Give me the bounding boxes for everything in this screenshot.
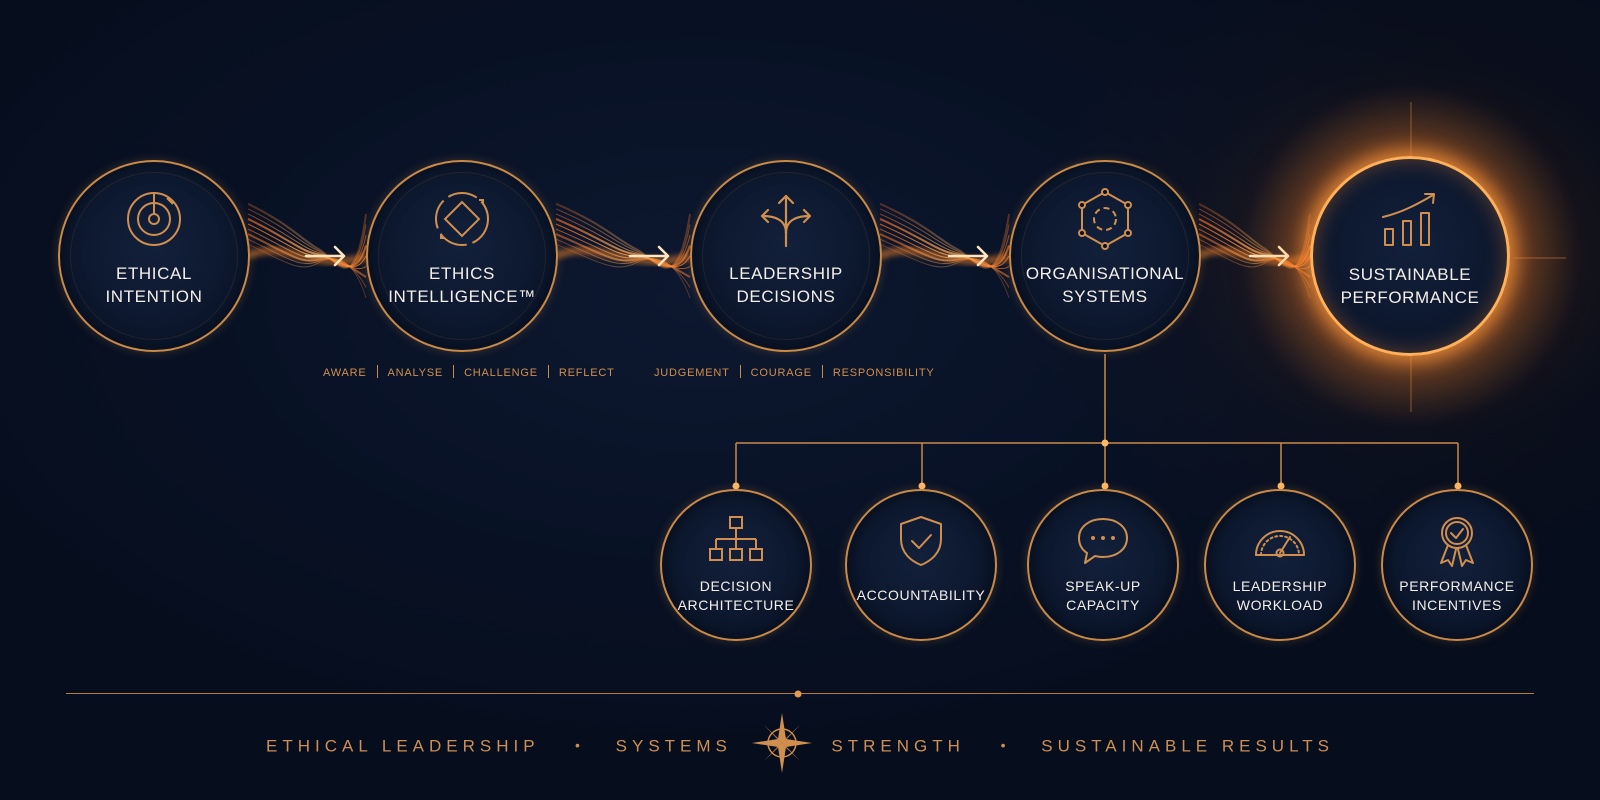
stage-label-line: Decisions bbox=[736, 287, 836, 306]
system-label-line: Leadership bbox=[1232, 578, 1328, 594]
system-speak-up-capacity: Speak-Up Capacity bbox=[1027, 489, 1179, 641]
stage-label: Organisational Systems bbox=[1011, 262, 1199, 308]
system-label-line: Incentives bbox=[1411, 597, 1502, 613]
stage-label: Sustainable Performance bbox=[1313, 263, 1507, 309]
flow-arrow bbox=[1248, 245, 1290, 267]
stage-ethics-intelligence: Ethics Intelligence™ bbox=[366, 160, 558, 352]
tree-junction-dots bbox=[732, 439, 1462, 490]
systems-tree bbox=[735, 354, 1459, 486]
footer-item: Strength bbox=[831, 736, 965, 756]
system-label: Performance Incentives bbox=[1383, 577, 1531, 615]
flow-stream bbox=[246, 202, 368, 299]
system-label-line: Accountability bbox=[856, 587, 986, 603]
system-label: Accountability bbox=[847, 586, 995, 605]
footer-separator: • bbox=[1000, 737, 1006, 754]
system-accountability: Accountability bbox=[845, 489, 997, 641]
compass-star-icon bbox=[751, 713, 812, 773]
stage-label: Ethical Intention bbox=[60, 262, 248, 308]
stage-label: Leadership Decisions bbox=[692, 262, 880, 308]
award-ribbon-icon bbox=[1440, 517, 1474, 567]
org-chart-icon bbox=[709, 516, 763, 561]
footer-tagline: Ethical Leadership • Systems Strength • … bbox=[0, 713, 1600, 773]
ethics-intelligence-tags: Aware Analyse Challenge Reflect bbox=[323, 365, 615, 379]
gauge-icon bbox=[1255, 530, 1305, 558]
flow-stream bbox=[878, 202, 1011, 299]
stage-label-line: Leadership bbox=[729, 264, 843, 283]
stage-sustainable-performance: Sustainable Performance bbox=[1310, 156, 1510, 356]
tag: Responsibility bbox=[832, 367, 935, 379]
flow-arrow bbox=[304, 245, 346, 267]
footer-item: Systems bbox=[615, 736, 732, 756]
footer-item: Ethical Leadership bbox=[265, 736, 540, 756]
stage-organisational-systems: Organisational Systems bbox=[1009, 160, 1201, 352]
system-performance-incentives: Performance Incentives bbox=[1381, 489, 1533, 641]
footer-separator: • bbox=[575, 737, 580, 754]
tag: Aware bbox=[323, 367, 367, 379]
stage-label-line: Organisational bbox=[1025, 264, 1185, 283]
tag: Reflect bbox=[558, 367, 615, 379]
tag: Judgement bbox=[654, 367, 730, 379]
footer-item: Sustainable Results bbox=[1041, 736, 1334, 756]
flow-arrows bbox=[304, 245, 1290, 267]
growth-chart-icon bbox=[1382, 193, 1435, 246]
stage-label-line: Performance bbox=[1340, 288, 1480, 307]
tag: Analyse bbox=[387, 367, 444, 379]
system-label: Decision Architecture bbox=[662, 577, 810, 615]
stage-ethical-intention: Ethical Intention bbox=[58, 160, 250, 352]
system-label-line: Capacity bbox=[1066, 597, 1140, 613]
system-decision-architecture: Decision Architecture bbox=[660, 489, 812, 641]
diamond-compass-icon bbox=[435, 192, 489, 246]
tag: Challenge bbox=[464, 367, 538, 379]
flow-arrow bbox=[628, 245, 670, 267]
system-label-line: Architecture bbox=[677, 597, 795, 613]
system-label: Speak-Up Capacity bbox=[1029, 577, 1177, 615]
stage-label-line: Ethics bbox=[429, 264, 495, 283]
tag: Courage bbox=[750, 367, 812, 379]
system-label: Leadership Workload bbox=[1206, 577, 1354, 615]
stage-leadership-decisions: Leadership Decisions bbox=[690, 160, 882, 352]
hexagon-network-icon bbox=[1078, 188, 1132, 250]
system-label-line: Workload bbox=[1236, 597, 1324, 613]
split-arrows-icon bbox=[760, 194, 812, 248]
stage-label-line: Systems bbox=[1062, 287, 1148, 306]
stage-label-line: Ethical bbox=[116, 264, 192, 283]
system-label-line: Performance bbox=[1399, 578, 1515, 594]
stage-label-line: Intention bbox=[105, 287, 203, 306]
target-icon bbox=[127, 192, 181, 246]
stage-label-line: Intelligence™ bbox=[388, 287, 536, 306]
system-label-line: Speak-Up bbox=[1065, 578, 1141, 594]
final-node-crosshair bbox=[1410, 102, 1566, 412]
shield-check-icon bbox=[900, 516, 942, 566]
flow-streams bbox=[246, 202, 1312, 299]
speech-bubble-icon bbox=[1078, 518, 1128, 564]
stage-label-line: Sustainable bbox=[1348, 265, 1472, 284]
system-leadership-workload: Leadership Workload bbox=[1204, 489, 1356, 641]
footer-divider-dot bbox=[794, 690, 802, 698]
leadership-decisions-tags: Judgement Courage Responsibility bbox=[654, 365, 935, 379]
stage-label: Ethics Intelligence™ bbox=[368, 262, 556, 308]
system-label-line: Decision bbox=[699, 578, 773, 594]
flow-arrow bbox=[947, 245, 989, 267]
flow-stream bbox=[554, 202, 692, 299]
